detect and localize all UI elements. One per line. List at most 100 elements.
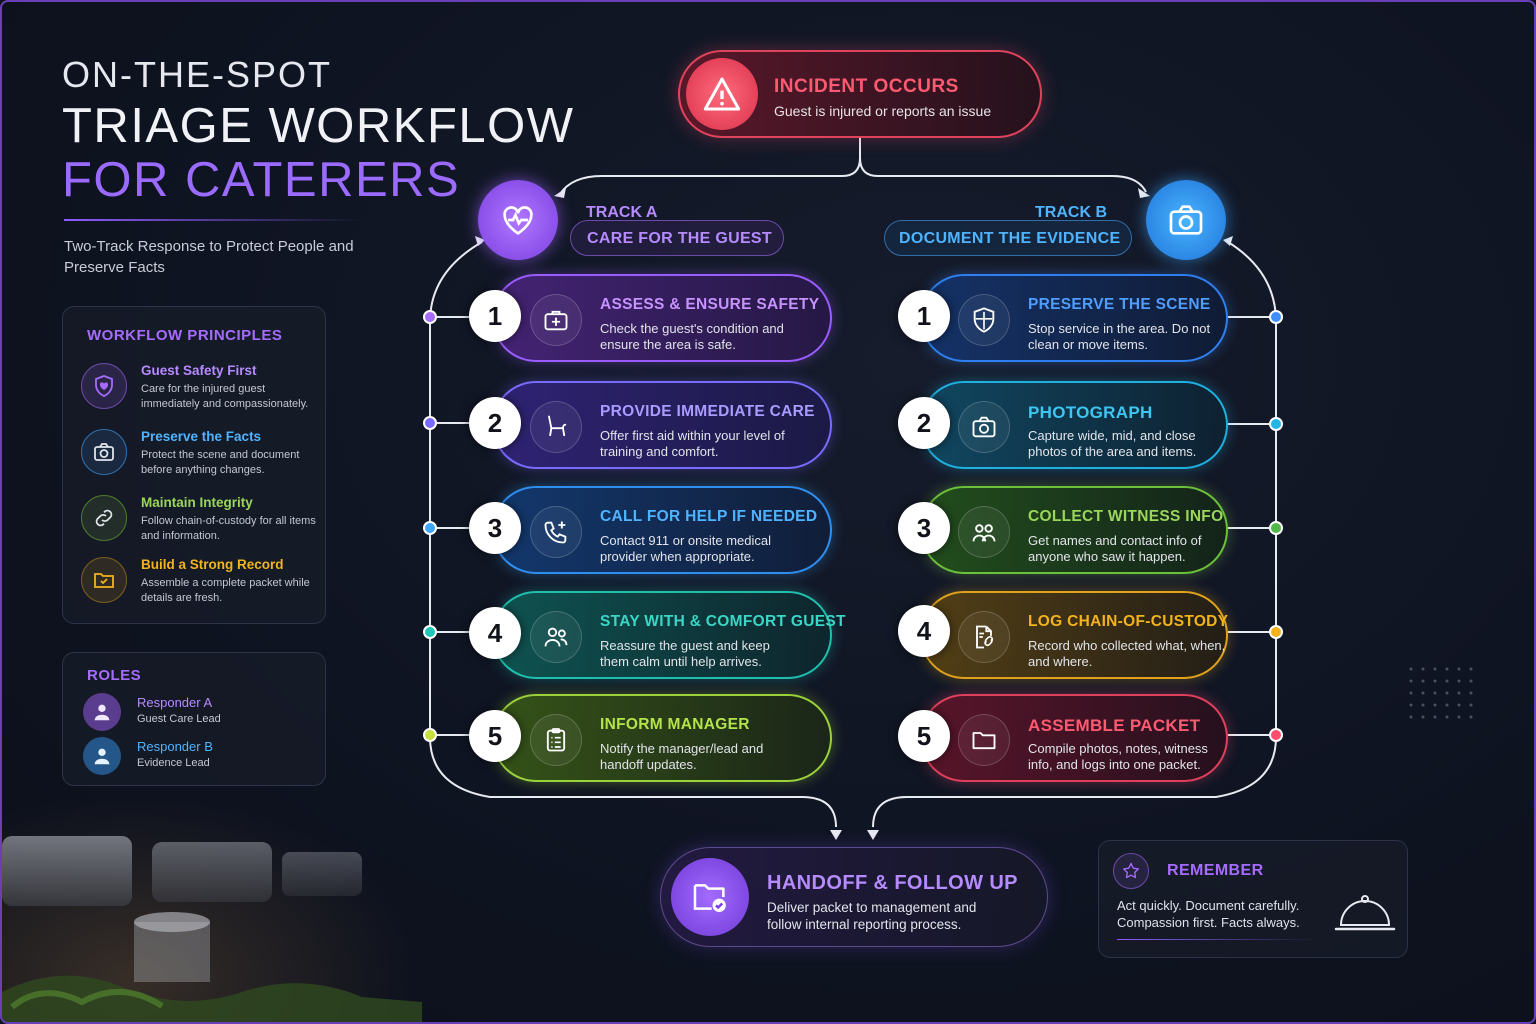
step-number: 1 <box>898 290 950 342</box>
step-number: 3 <box>898 502 950 554</box>
principle-item: Preserve the Facts Protect the scene and… <box>81 429 311 487</box>
principle-desc: Follow chain-of-custody for all items an… <box>141 515 316 542</box>
role-item: Responder B Evidence Lead <box>83 737 283 777</box>
track-a-step-1: ASSESS & ENSURE SAFETY Check the guest's… <box>492 274 832 362</box>
camera-icon <box>81 429 127 475</box>
decorative-dot-grid <box>1409 667 1473 719</box>
principle-desc: Care for the injured guest immediately a… <box>141 383 309 410</box>
track-b-step-3: COLLECT WITNESS INFO Get names and conta… <box>920 486 1228 574</box>
connector-dot <box>423 310 437 324</box>
step-number: 5 <box>898 710 950 762</box>
folder-check-icon <box>81 557 127 603</box>
roles-heading: ROLES <box>87 667 142 684</box>
avatar <box>83 693 121 731</box>
chair-icon <box>530 401 582 453</box>
star-icon <box>1113 853 1149 889</box>
handoff-desc: Deliver packet to management and follow … <box>767 900 977 932</box>
principle-item: Build a Strong Record Assemble a complet… <box>81 557 311 615</box>
document-link-icon <box>958 611 1010 663</box>
heart-pulse-icon <box>478 180 558 260</box>
step-desc: Record who collected what, when, and whe… <box>1028 638 1226 669</box>
role-name: Responder B <box>137 739 213 754</box>
step-title: PHOTOGRAPH <box>1028 403 1153 422</box>
track-b-label: TRACK B <box>1035 204 1107 221</box>
connector-dot <box>423 416 437 430</box>
principle-item: Guest Safety First Care for the injured … <box>81 363 311 421</box>
incident-desc: Guest is injured or reports an issue <box>774 103 992 119</box>
track-a-step-2: PROVIDE IMMEDIATE CARE Offer first aid w… <box>492 381 832 469</box>
step-desc: Capture wide, mid, and close photos of t… <box>1028 428 1197 459</box>
step-title: ASSESS & ENSURE SAFETY <box>600 296 820 313</box>
connector-dot <box>1269 625 1283 639</box>
camera-icon <box>958 401 1010 453</box>
principles-heading: WORKFLOW PRINCIPLES <box>87 327 283 344</box>
remember-panel: REMEMBER Act quickly. Document carefully… <box>1098 840 1408 958</box>
connector-dot <box>1269 310 1283 324</box>
track-a-step-5: INFORM MANAGER Notify the manager/lead a… <box>492 694 832 782</box>
principle-desc: Assemble a complete packet while details… <box>141 577 310 604</box>
shield-heart-icon <box>81 363 127 409</box>
principles-panel: WORKFLOW PRINCIPLES Guest Safety First C… <box>62 306 326 624</box>
step-title: COLLECT WITNESS INFO <box>1028 508 1224 525</box>
step-number: 1 <box>469 290 521 342</box>
step-desc: Notify the manager/lead and handoff upda… <box>600 741 764 772</box>
subtitle: Two-Track Response to Protect People and… <box>64 238 354 276</box>
connector-dot <box>1269 521 1283 535</box>
track-b-title-pill: DOCUMENT THE EVIDENCE <box>884 220 1132 256</box>
step-desc: Check the guest's condition and ensure t… <box>600 321 784 352</box>
step-title: PRESERVE THE SCENE <box>1028 296 1211 313</box>
remember-divider <box>1117 939 1317 940</box>
track-a-label: TRACK A <box>586 204 658 221</box>
connector-dot <box>423 625 437 639</box>
warning-icon <box>686 58 758 130</box>
incident-title: INCIDENT OCCURS <box>774 76 959 97</box>
role-desc: Guest Care Lead <box>137 713 221 725</box>
track-b-step-1: PRESERVE THE SCENE Stop service in the a… <box>920 274 1228 362</box>
step-title: ASSEMBLE PACKET <box>1028 716 1201 735</box>
step-number: 4 <box>469 607 521 659</box>
principle-name: Preserve the Facts <box>141 429 262 444</box>
title-line-3: FOR CATERERS <box>62 153 461 207</box>
remember-text: Act quickly. Document carefully. Compass… <box>1117 898 1300 930</box>
clipboard-icon <box>530 714 582 766</box>
step-number: 4 <box>898 605 950 657</box>
remember-heading: REMEMBER <box>1167 862 1264 879</box>
avatar <box>83 737 121 775</box>
step-title: PROVIDE IMMEDIATE CARE <box>600 403 815 420</box>
people-icon <box>530 611 582 663</box>
title-line-1: ON-THE-SPOT <box>62 54 332 95</box>
link-icon <box>81 495 127 541</box>
step-number: 3 <box>469 502 521 554</box>
food-station-photo <box>2 792 422 1022</box>
first-aid-kit-icon <box>530 294 582 346</box>
track-b-step-5: ASSEMBLE PACKET Compile photos, notes, w… <box>920 694 1228 782</box>
track-b-step-2: PHOTOGRAPH Capture wide, mid, and close … <box>920 381 1228 469</box>
connector-dot <box>423 521 437 535</box>
connector-dot <box>1269 417 1283 431</box>
handoff-box: HANDOFF & FOLLOW UP Deliver packet to ma… <box>660 847 1048 947</box>
folder-check-icon <box>671 858 749 936</box>
principle-name: Maintain Integrity <box>141 495 253 510</box>
principle-name: Guest Safety First <box>141 363 257 378</box>
step-desc: Offer first aid within your level of tra… <box>600 428 785 459</box>
step-number: 2 <box>898 397 950 449</box>
folder-icon <box>958 714 1010 766</box>
role-item: Responder A Guest Care Lead <box>83 693 283 733</box>
step-title: CALL FOR HELP IF NEEDED <box>600 508 818 525</box>
role-desc: Evidence Lead <box>137 757 210 769</box>
principle-name: Build a Strong Record <box>141 557 284 572</box>
step-title: STAY WITH & COMFORT GUEST <box>600 613 846 630</box>
track-b-title: DOCUMENT THE EVIDENCE <box>899 230 1121 247</box>
step-desc: Contact 911 or onsite medical provider w… <box>600 533 772 564</box>
step-desc: Stop service in the area. Do not clean o… <box>1028 321 1211 352</box>
step-title: INFORM MANAGER <box>600 716 750 733</box>
shield-cross-icon <box>958 294 1010 346</box>
track-b-step-4: LOG CHAIN-OF-CUSTODY Record who collecte… <box>920 591 1228 679</box>
roles-panel: ROLES Responder A Guest Care Lead Respon… <box>62 652 326 786</box>
title-divider <box>64 219 364 221</box>
principle-desc: Protect the scene and document before an… <box>141 449 300 476</box>
step-desc: Get names and contact info of anyone who… <box>1028 533 1202 564</box>
incident-box: INCIDENT OCCURS Guest is injured or repo… <box>678 50 1042 138</box>
